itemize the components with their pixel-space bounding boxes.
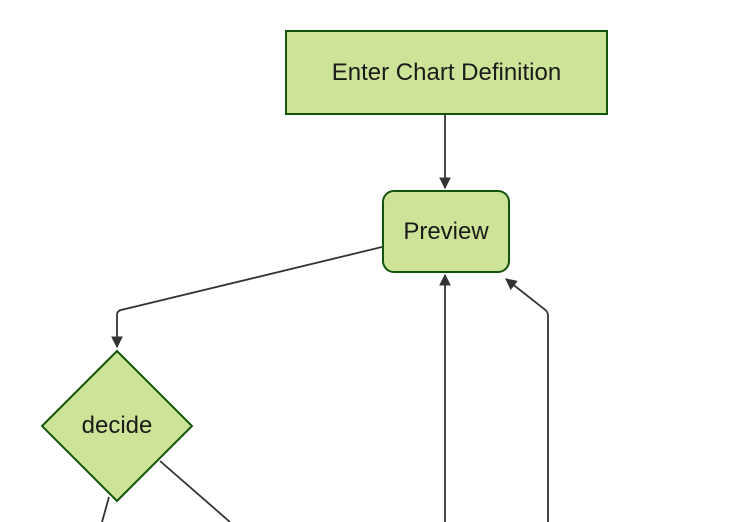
node-preview-label: Preview bbox=[403, 217, 489, 245]
node-preview-shape bbox=[382, 190, 510, 273]
edge-offscreen-bottom-right-to-preview bbox=[505, 278, 549, 522]
node-enter-chart-definition-shape bbox=[285, 30, 608, 115]
node-enter-chart-definition-label: Enter Chart Definition bbox=[331, 58, 562, 86]
edge-preview-to-decide bbox=[111, 246, 383, 349]
node-decide-label: decide bbox=[81, 412, 153, 439]
